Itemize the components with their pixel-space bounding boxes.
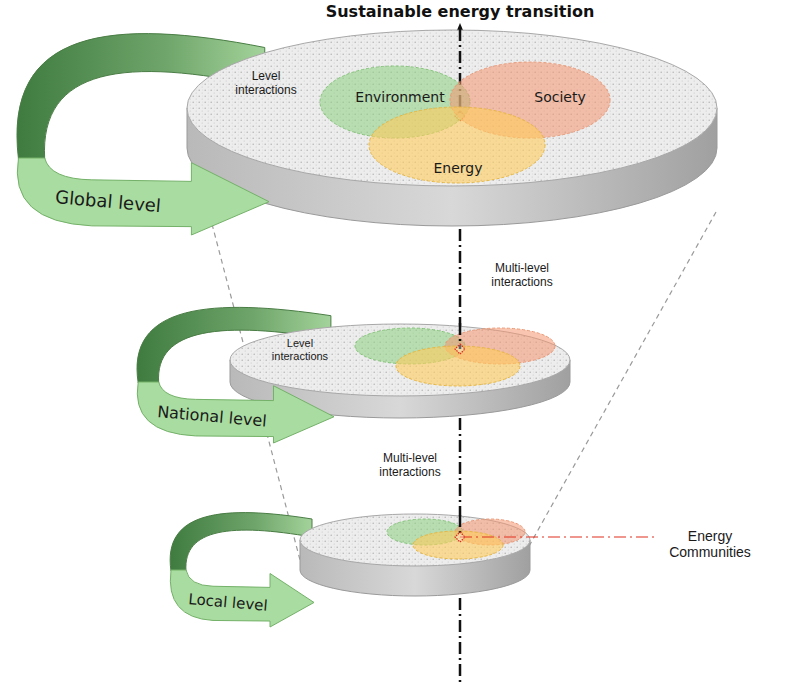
axis-line bbox=[459, 598, 462, 686]
arrow-shape bbox=[170, 570, 314, 627]
venn-circle bbox=[369, 107, 545, 183]
node-label: Environment bbox=[355, 89, 444, 105]
venn-circle bbox=[413, 531, 503, 559]
node-label: Society bbox=[534, 89, 585, 105]
level-disc: Level interactionsEnvironment SocietyEner… bbox=[186, 29, 718, 227]
disc-top bbox=[230, 324, 570, 396]
axis-line bbox=[459, 418, 462, 520]
level-arrow: Global level bbox=[8, 158, 270, 236]
arrow-shape bbox=[17, 158, 269, 235]
venn-circle bbox=[396, 346, 520, 386]
arrow-shape bbox=[137, 382, 334, 443]
node-label: Level interactions bbox=[226, 70, 306, 98]
leader-line bbox=[460, 536, 654, 537]
level-arrow: National level bbox=[130, 382, 335, 444]
annotation-label: Energy Communities bbox=[660, 528, 760, 560]
arrow-loop bbox=[170, 513, 312, 571]
diagram-title: Sustainable energy transition bbox=[326, 2, 595, 21]
node-label: Energy bbox=[433, 160, 482, 176]
disc-top bbox=[187, 30, 717, 186]
axis-line bbox=[459, 229, 462, 330]
annotation-label: Multi-level interactions bbox=[370, 452, 450, 480]
intersection-marker bbox=[455, 532, 465, 542]
node-label: Level interactions bbox=[260, 337, 340, 362]
intersection-marker bbox=[455, 344, 465, 354]
disc-top bbox=[300, 514, 530, 566]
illustration bbox=[17, 23, 716, 686]
level-arrow: Local level bbox=[165, 570, 315, 628]
annotation-label: Multi-level interactions bbox=[482, 262, 562, 290]
venn-circle-node: Energy bbox=[368, 106, 546, 184]
